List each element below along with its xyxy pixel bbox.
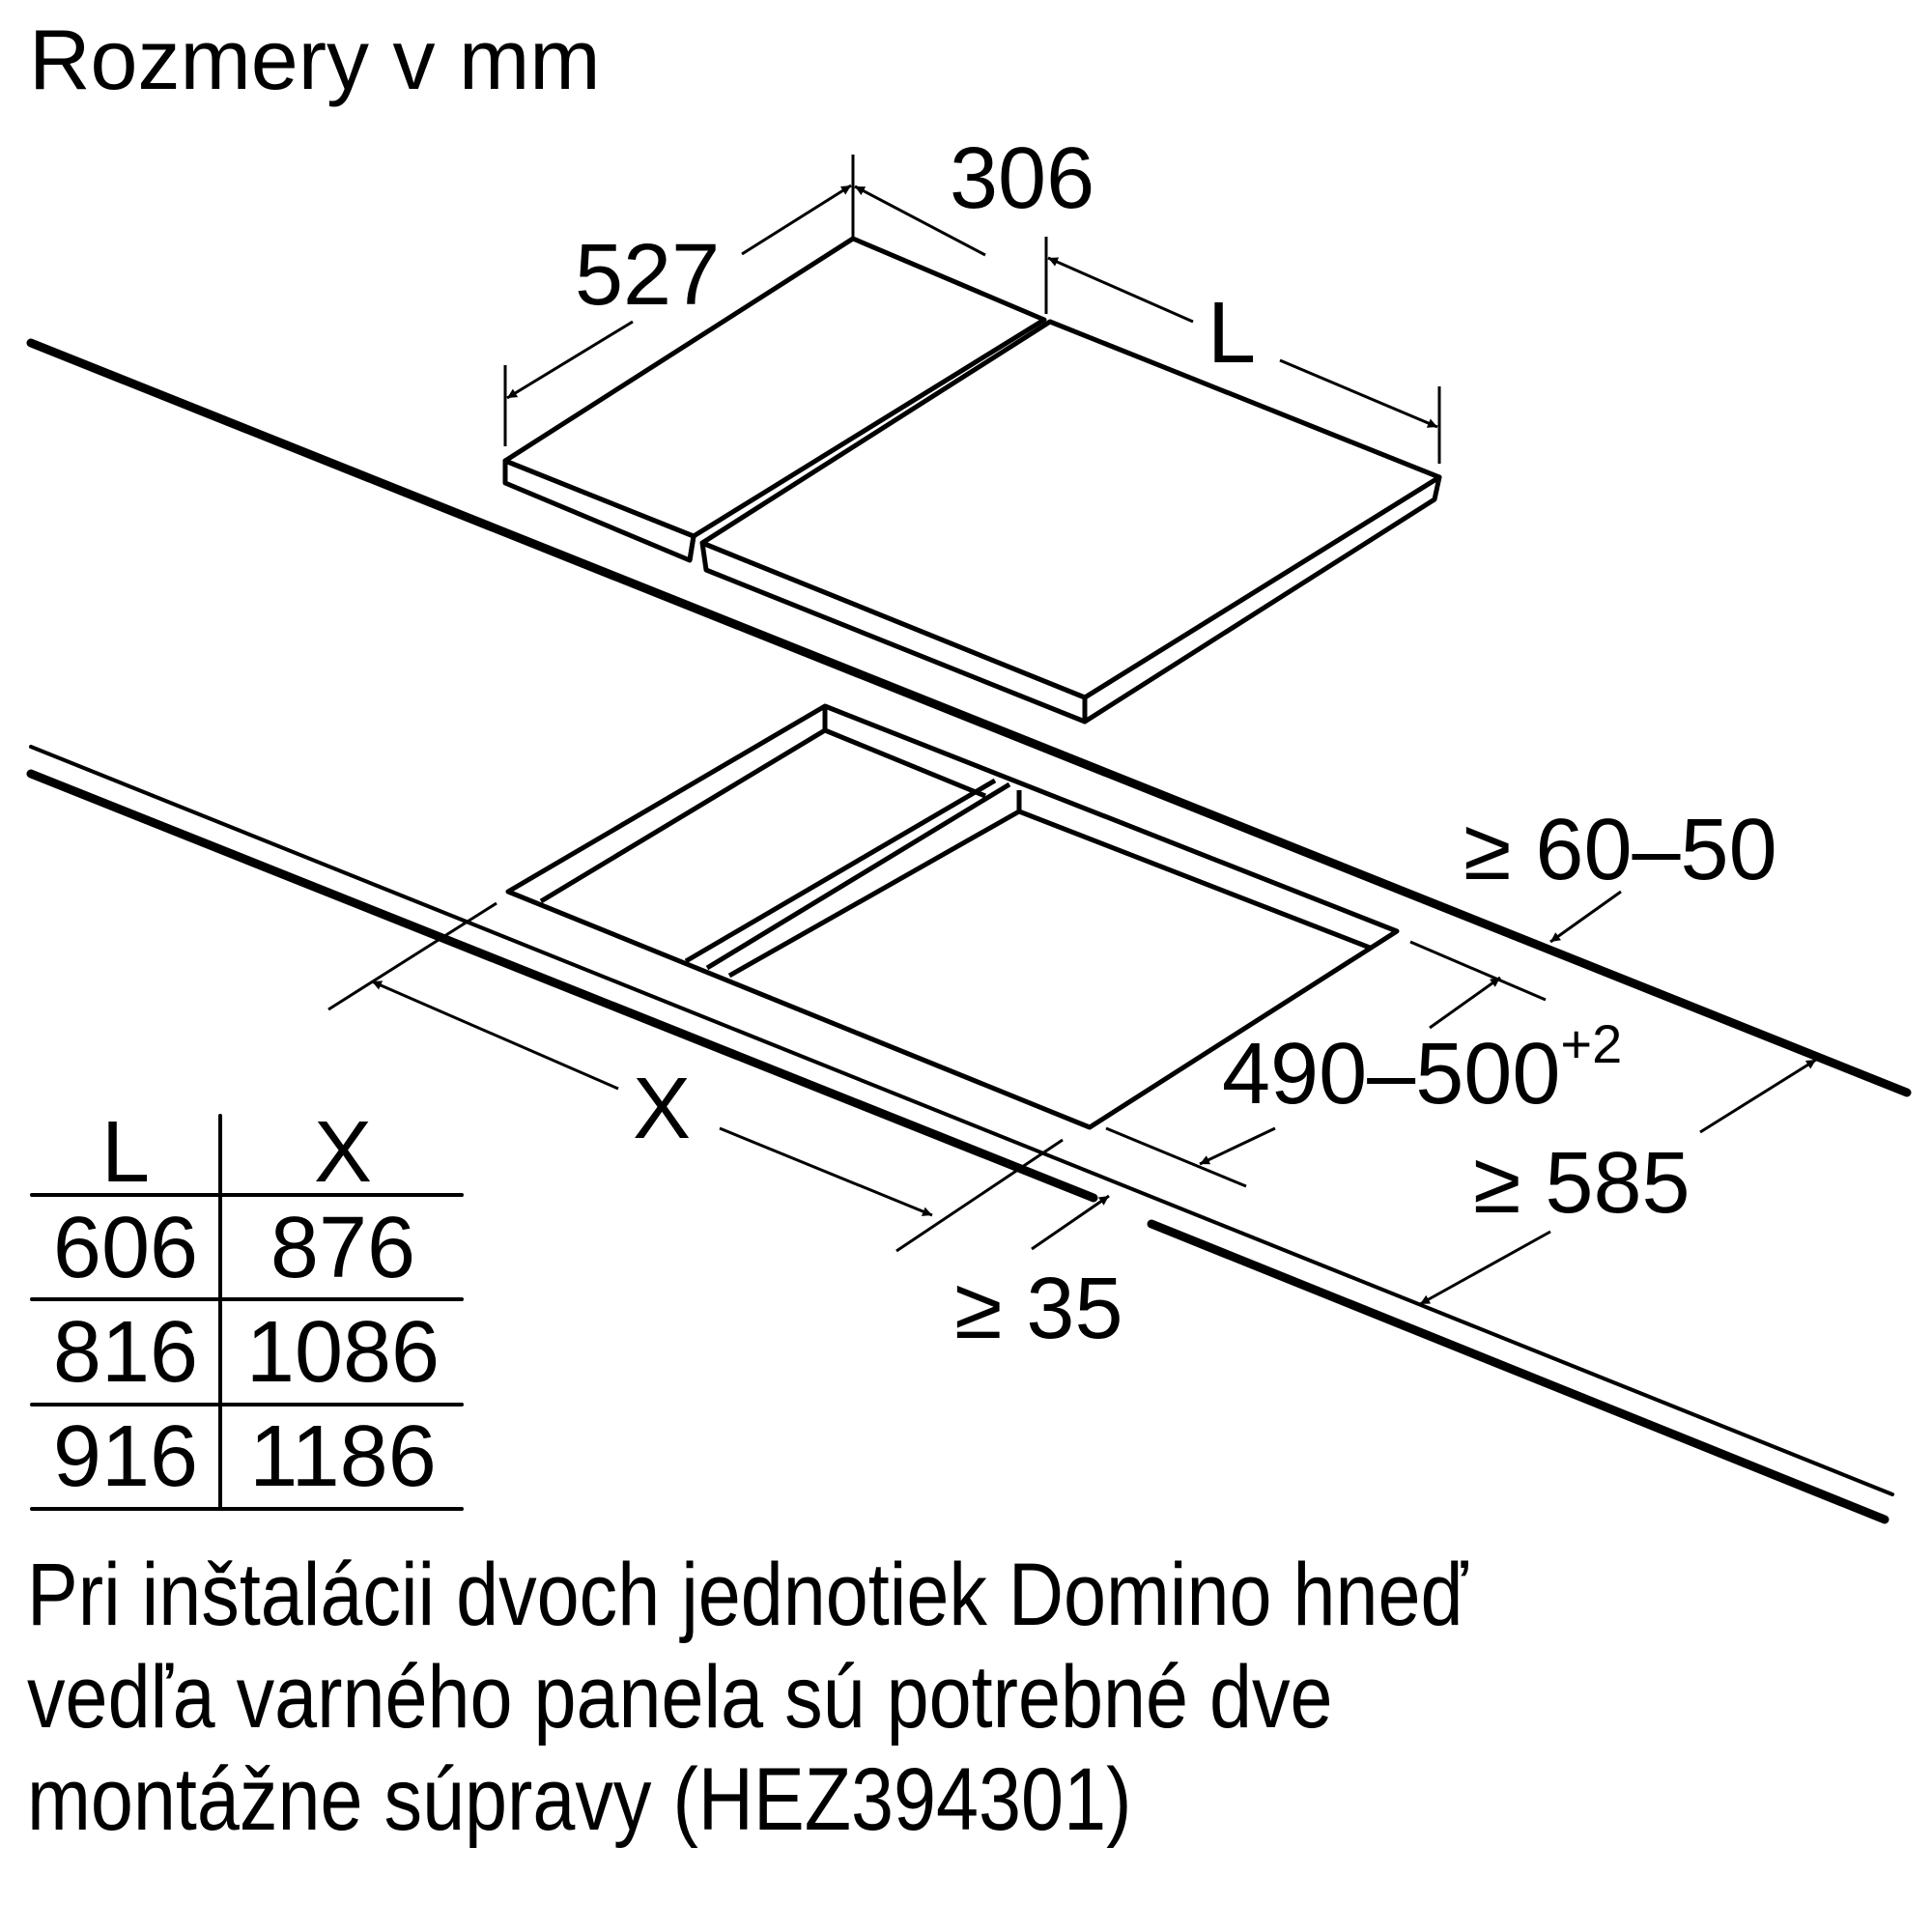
domino-unit xyxy=(502,236,1047,563)
table-header-x: X xyxy=(313,1104,373,1201)
table-cell-l: 916 xyxy=(52,1408,199,1505)
worktop-lines xyxy=(26,338,1912,1524)
dim-panel-depth: 527 xyxy=(575,227,720,324)
size-table: L X 606 876 816 1086 916 1186 xyxy=(31,1104,466,1509)
dim-worktop-depth: ≥ 585 xyxy=(1473,1135,1690,1232)
dim-front-clearance: ≥ 35 xyxy=(954,1261,1123,1357)
dim-rear-clearance: ≥ 60–50 xyxy=(1463,802,1777,898)
hob-unit xyxy=(699,319,1442,724)
table-cell-x: 1186 xyxy=(249,1408,437,1505)
table-cell-l: 816 xyxy=(52,1304,199,1401)
note-line: montážne súpravy (HEZ394301) xyxy=(27,1750,1132,1849)
installation-note: Pri inštalácii dvoch jednotiek Domino hn… xyxy=(27,1544,1605,1851)
page-title: Rozmery v mm xyxy=(29,12,601,107)
dimension-lines xyxy=(327,155,1817,1306)
table-cell-x: 876 xyxy=(270,1200,416,1296)
dim-cutout-depth: 490–500+2 xyxy=(1222,1013,1622,1122)
dim-hob-width: L xyxy=(1208,285,1256,382)
table-header-l: L xyxy=(100,1104,151,1201)
cutout xyxy=(505,703,1400,1130)
table-row: 816 1086 xyxy=(31,1300,466,1405)
note-line: vedľa varného panela sú potrebné dve xyxy=(27,1648,1333,1747)
dim-domino-width: 306 xyxy=(950,130,1094,227)
table-header-row: L X xyxy=(31,1104,466,1201)
dim-cutout-width: X xyxy=(633,1061,691,1157)
table-row: 916 1186 xyxy=(31,1405,466,1509)
table-cell-l: 606 xyxy=(52,1200,199,1296)
table-grid xyxy=(30,1114,464,1511)
table-cell-x: 1086 xyxy=(245,1304,440,1401)
note-line: Pri inštalácii dvoch jednotiek Domino hn… xyxy=(27,1546,1468,1644)
table-row: 606 876 xyxy=(31,1196,466,1300)
